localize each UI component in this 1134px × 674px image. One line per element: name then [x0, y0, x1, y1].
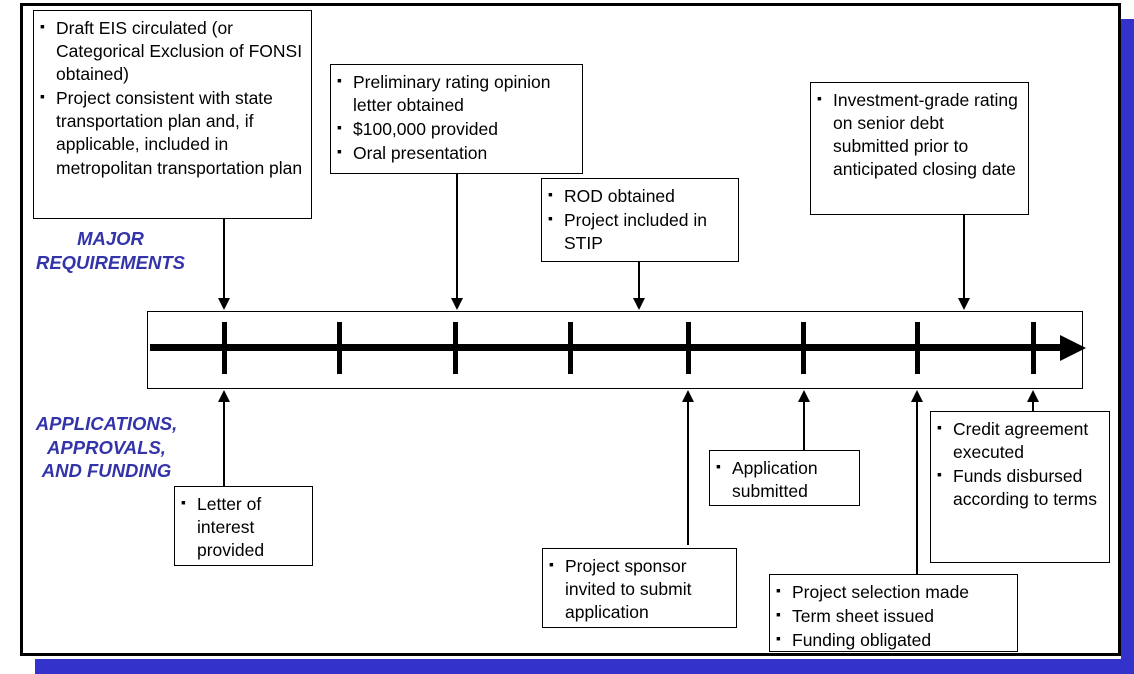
box-draft-eis: Draft EIS circulated (or Categorical Exc…: [33, 10, 312, 219]
box-credit-agreement: Credit agreement executed Funds disburse…: [930, 411, 1110, 563]
box-preliminary-rating-item-1: $100,000 provided: [337, 117, 574, 141]
label-major-requirements-line2: REQUIREMENTS: [35, 251, 186, 273]
box-letter-of-interest-item-0: Letter of interest provided: [181, 492, 304, 562]
accent-bar-right: [1121, 19, 1134, 674]
box-application-submitted: Application submitted: [709, 450, 860, 506]
label-applications-approvals-funding: APPLICATIONS, APPROVALS, AND FUNDING: [14, 412, 199, 483]
box-preliminary-rating-item-2: Oral presentation: [337, 141, 574, 165]
box-project-selection-item-0: Project selection made: [776, 580, 1009, 604]
box-project-selection: Project selection made Term sheet issued…: [769, 574, 1018, 652]
label-applications-line1: APPLICATIONS,: [35, 413, 178, 434]
box-project-selection-item-1: Term sheet issued: [776, 604, 1009, 628]
box-preliminary-rating: Preliminary rating opinion letter obtain…: [330, 64, 583, 174]
box-project-sponsor-item-0: Project sponsor invited to submit applic…: [549, 554, 728, 624]
box-draft-eis-item-0: Draft EIS circulated (or Categorical Exc…: [40, 16, 303, 86]
box-application-submitted-item-0: Application submitted: [716, 456, 851, 503]
timeline-axis-line: [150, 344, 1065, 351]
accent-bar-bottom: [35, 659, 1134, 674]
box-credit-agreement-item-1: Funds disbursed according to terms: [937, 464, 1101, 511]
label-major-requirements-line1: MAJOR: [77, 228, 144, 249]
box-credit-agreement-item-0: Credit agreement executed: [937, 417, 1101, 464]
label-major-requirements: MAJOR REQUIREMENTS: [18, 227, 203, 274]
box-rod-obtained-item-1: Project included in STIP: [548, 208, 730, 255]
label-applications-line2: APPROVALS,: [47, 436, 166, 458]
box-letter-of-interest: Letter of interest provided: [174, 486, 313, 566]
box-rod-obtained: ROD obtained Project included in STIP: [541, 178, 739, 262]
box-project-sponsor-invited: Project sponsor invited to submit applic…: [542, 548, 737, 628]
box-investment-grade: Investment-grade rating on senior debt s…: [810, 82, 1029, 215]
label-applications-line3: AND FUNDING: [41, 460, 172, 482]
box-preliminary-rating-item-0: Preliminary rating opinion letter obtain…: [337, 70, 574, 117]
timeline-arrowhead-icon: [1060, 335, 1086, 361]
box-rod-obtained-item-0: ROD obtained: [548, 184, 730, 208]
box-investment-grade-item-0: Investment-grade rating on senior debt s…: [817, 88, 1020, 181]
box-project-selection-item-2: Funding obligated: [776, 628, 1009, 652]
box-draft-eis-item-1: Project consistent with state transporta…: [40, 86, 303, 179]
